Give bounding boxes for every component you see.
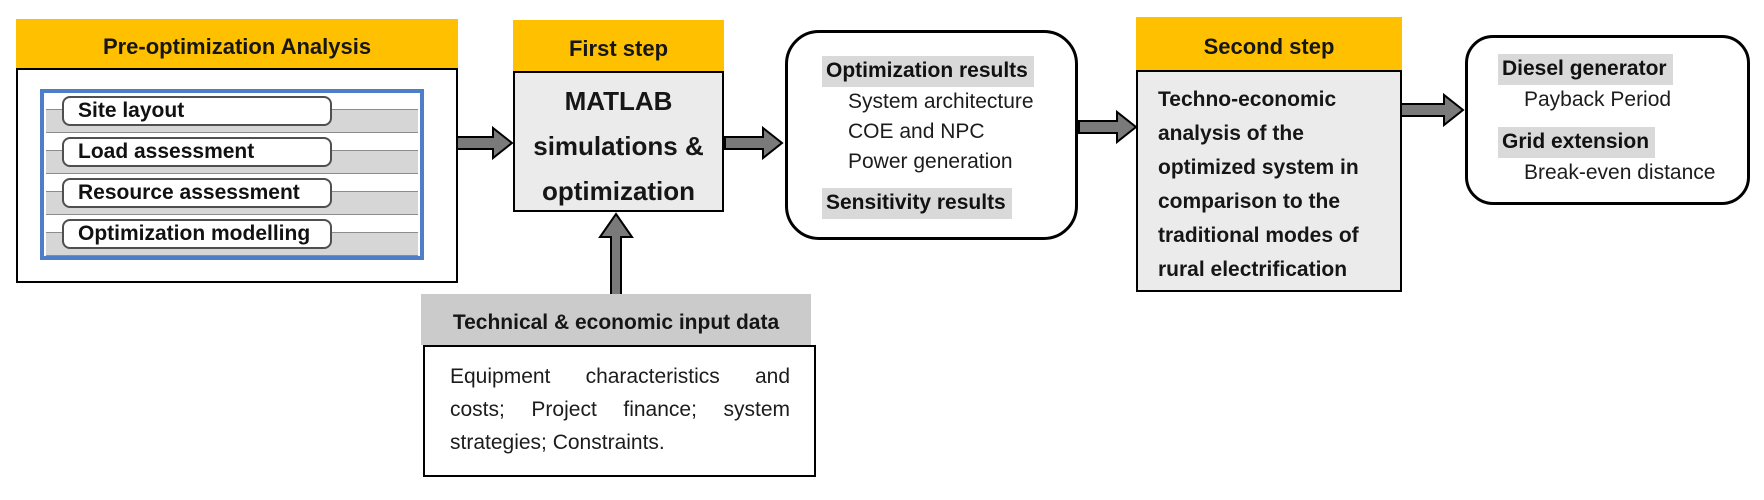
panel-button-label: Load assessment: [78, 140, 255, 163]
pre-optimization-panel: Site layout Load assessment Resource ass…: [40, 89, 424, 260]
first-step-header: First step: [513, 20, 724, 71]
matlab-box: MATLAB simulations & optimization: [513, 71, 724, 212]
input-data-title: Technical & economic input data: [452, 310, 780, 334]
input-data-header: Technical & economic input data: [421, 294, 811, 345]
arrow-right-icon-3: [1078, 109, 1138, 145]
optimization-results-box: Optimization results System architecture…: [785, 30, 1078, 240]
result-item: System architecture: [848, 90, 1034, 113]
matlab-box-text: MATLAB simulations & optimization: [533, 86, 704, 206]
first-step-label: First step: [568, 35, 669, 61]
arrow-right-icon-1: [456, 125, 514, 161]
techno-economic-box: Techno-economic analysis of the optimize…: [1136, 70, 1402, 292]
panel-button-site-layout: Site layout: [62, 96, 332, 126]
result-item: COE and NPC: [848, 120, 985, 143]
panel-button-label: Site layout: [78, 99, 185, 122]
panel-row: Optimization modelling: [44, 219, 420, 257]
result-item: Power generation: [848, 150, 1013, 173]
panel-button-load-assessment: Load assessment: [62, 137, 332, 167]
panel-button-optimization-modelling: Optimization modelling: [62, 219, 332, 249]
input-data-box: Equipment characteristics and costs; Pro…: [423, 345, 816, 477]
comparison-item: Break-even distance: [1524, 161, 1716, 184]
arrow-right-icon-4: [1400, 92, 1465, 128]
panel-button-resource-assessment: Resource assessment: [62, 178, 332, 208]
sensitivity-results-heading: Sensitivity results: [822, 188, 1012, 219]
input-data-text: Equipment characteristics and costs; Pro…: [450, 365, 790, 454]
panel-row: Load assessment: [44, 137, 420, 175]
arrow-right-icon-2: [724, 125, 784, 161]
pre-optimization-title: Pre-optimization Analysis: [102, 33, 372, 59]
grid-extension-heading: Grid extension: [1498, 127, 1656, 158]
optimization-results-heading: Optimization results: [822, 56, 1034, 87]
pre-optimization-header: Pre-optimization Analysis: [16, 19, 458, 68]
panel-button-label: Optimization modelling: [78, 222, 311, 245]
diesel-generator-heading: Diesel generator: [1498, 54, 1673, 85]
panel-row: Resource assessment: [44, 178, 420, 216]
techno-economic-text: Techno-economic analysis of the optimize…: [1158, 88, 1359, 281]
second-step-label: Second step: [1203, 33, 1335, 59]
panel-button-label: Resource assessment: [78, 181, 300, 204]
second-step-header: Second step: [1136, 17, 1402, 70]
arrow-up-icon: [598, 212, 634, 296]
comparison-item: Payback Period: [1524, 88, 1672, 111]
comparison-box: Diesel generator Payback Period Grid ext…: [1465, 35, 1750, 205]
panel-row: Site layout: [44, 96, 420, 134]
